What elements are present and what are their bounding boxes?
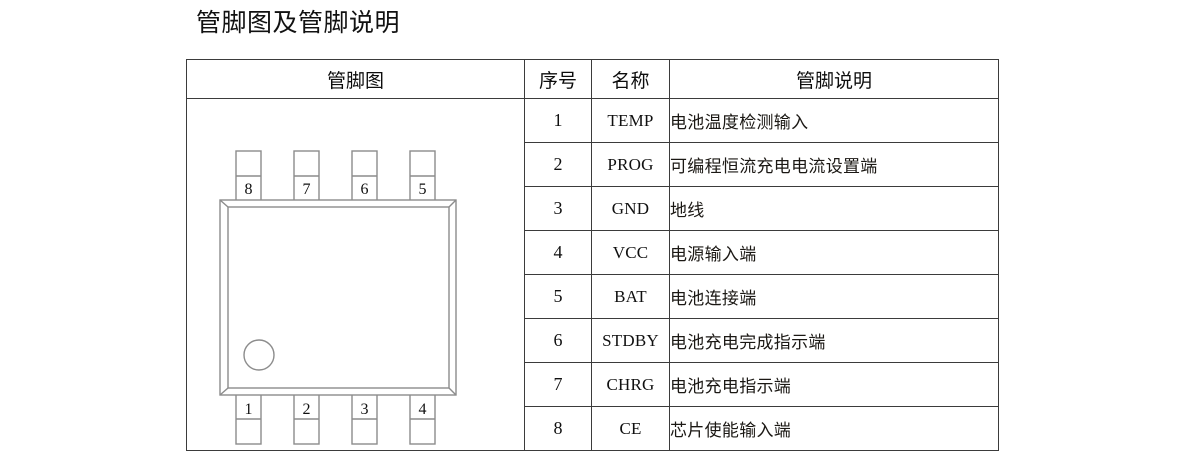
column-header-name: 名称 bbox=[591, 59, 670, 99]
column-header-description: 管脚说明 bbox=[669, 59, 999, 99]
cell-pin-name: CHRG bbox=[591, 362, 670, 407]
pin-label-4: 4 bbox=[419, 401, 427, 418]
column-header-number: 序号 bbox=[524, 59, 592, 99]
table-row: 2 PROG 可编程恒流充电电流设置端 bbox=[187, 142, 999, 187]
cell-pin-name: GND bbox=[591, 186, 670, 231]
pin-diagram: 8 7 6 5 1 2 3 4 bbox=[187, 99, 525, 445]
table-row: 8 CE 芯片使能输入端 bbox=[187, 406, 999, 451]
cell-pin-name: CE bbox=[591, 406, 670, 451]
cell-pin-name: BAT bbox=[591, 274, 670, 319]
cell-pin-name: STDBY bbox=[591, 318, 670, 363]
cell-pin-description: 电池连接端 bbox=[669, 274, 999, 319]
table-row: 4 VCC 电源输入端 bbox=[187, 230, 999, 275]
cell-pin-number: 6 bbox=[524, 318, 592, 363]
table-body: 8 7 6 5 1 2 3 4 bbox=[186, 98, 999, 451]
table-row: 8 7 6 5 1 2 3 4 bbox=[186, 98, 999, 451]
cell-pin-number: 1 bbox=[524, 98, 592, 143]
cell-pin-description: 可编程恒流充电电流设置端 bbox=[669, 142, 999, 187]
sop8-chip-icon: 8 7 6 5 1 2 3 4 bbox=[219, 150, 457, 445]
table-header-row: 管脚图 序号 名称 管脚说明 bbox=[186, 59, 999, 99]
table-header: 管脚图 序号 名称 管脚说明 bbox=[186, 59, 999, 99]
cell-pin-description: 电池温度检测输入 bbox=[669, 98, 999, 143]
cell-pin-description: 电源输入端 bbox=[669, 230, 999, 275]
pin-diagram-cell: 8 7 6 5 1 2 3 4 bbox=[186, 98, 525, 451]
pin-description-table: 管脚图 序号 名称 管脚说明 bbox=[186, 59, 999, 451]
cell-pin-number: 5 bbox=[524, 274, 592, 319]
cell-pin-number: 3 bbox=[524, 186, 592, 231]
cell-pin-description: 电池充电指示端 bbox=[669, 362, 999, 407]
cell-pin-description: 电池充电完成指示端 bbox=[669, 318, 999, 363]
cell-pin-number: 4 bbox=[524, 230, 592, 275]
pin-label-2: 2 bbox=[303, 401, 311, 418]
column-header-diagram: 管脚图 bbox=[186, 59, 525, 99]
cell-pin-name: PROG bbox=[591, 142, 670, 187]
pin-label-7: 7 bbox=[303, 181, 311, 198]
cell-pin-number: 2 bbox=[524, 142, 592, 187]
cell-pin-name: VCC bbox=[591, 230, 670, 275]
cell-pin-number: 8 bbox=[524, 406, 592, 451]
cell-pin-description: 芯片使能输入端 bbox=[669, 406, 999, 451]
table-row: 6 STDBY 电池充电完成指示端 bbox=[187, 318, 999, 363]
cell-pin-description: 地线 bbox=[669, 186, 999, 231]
pin-label-6: 6 bbox=[361, 181, 369, 198]
pin-label-5: 5 bbox=[419, 181, 427, 198]
table-row: 5 BAT 电池连接端 bbox=[187, 274, 999, 319]
cell-pin-number: 7 bbox=[524, 362, 592, 407]
cell-pin-name: TEMP bbox=[591, 98, 670, 143]
page-title: 管脚图及管脚说明 bbox=[196, 10, 401, 37]
pin-label-1: 1 bbox=[245, 401, 253, 418]
pin-label-8: 8 bbox=[245, 181, 253, 198]
table-row: 7 CHRG 电池充电指示端 bbox=[187, 362, 999, 407]
pin-label-3: 3 bbox=[361, 401, 369, 418]
